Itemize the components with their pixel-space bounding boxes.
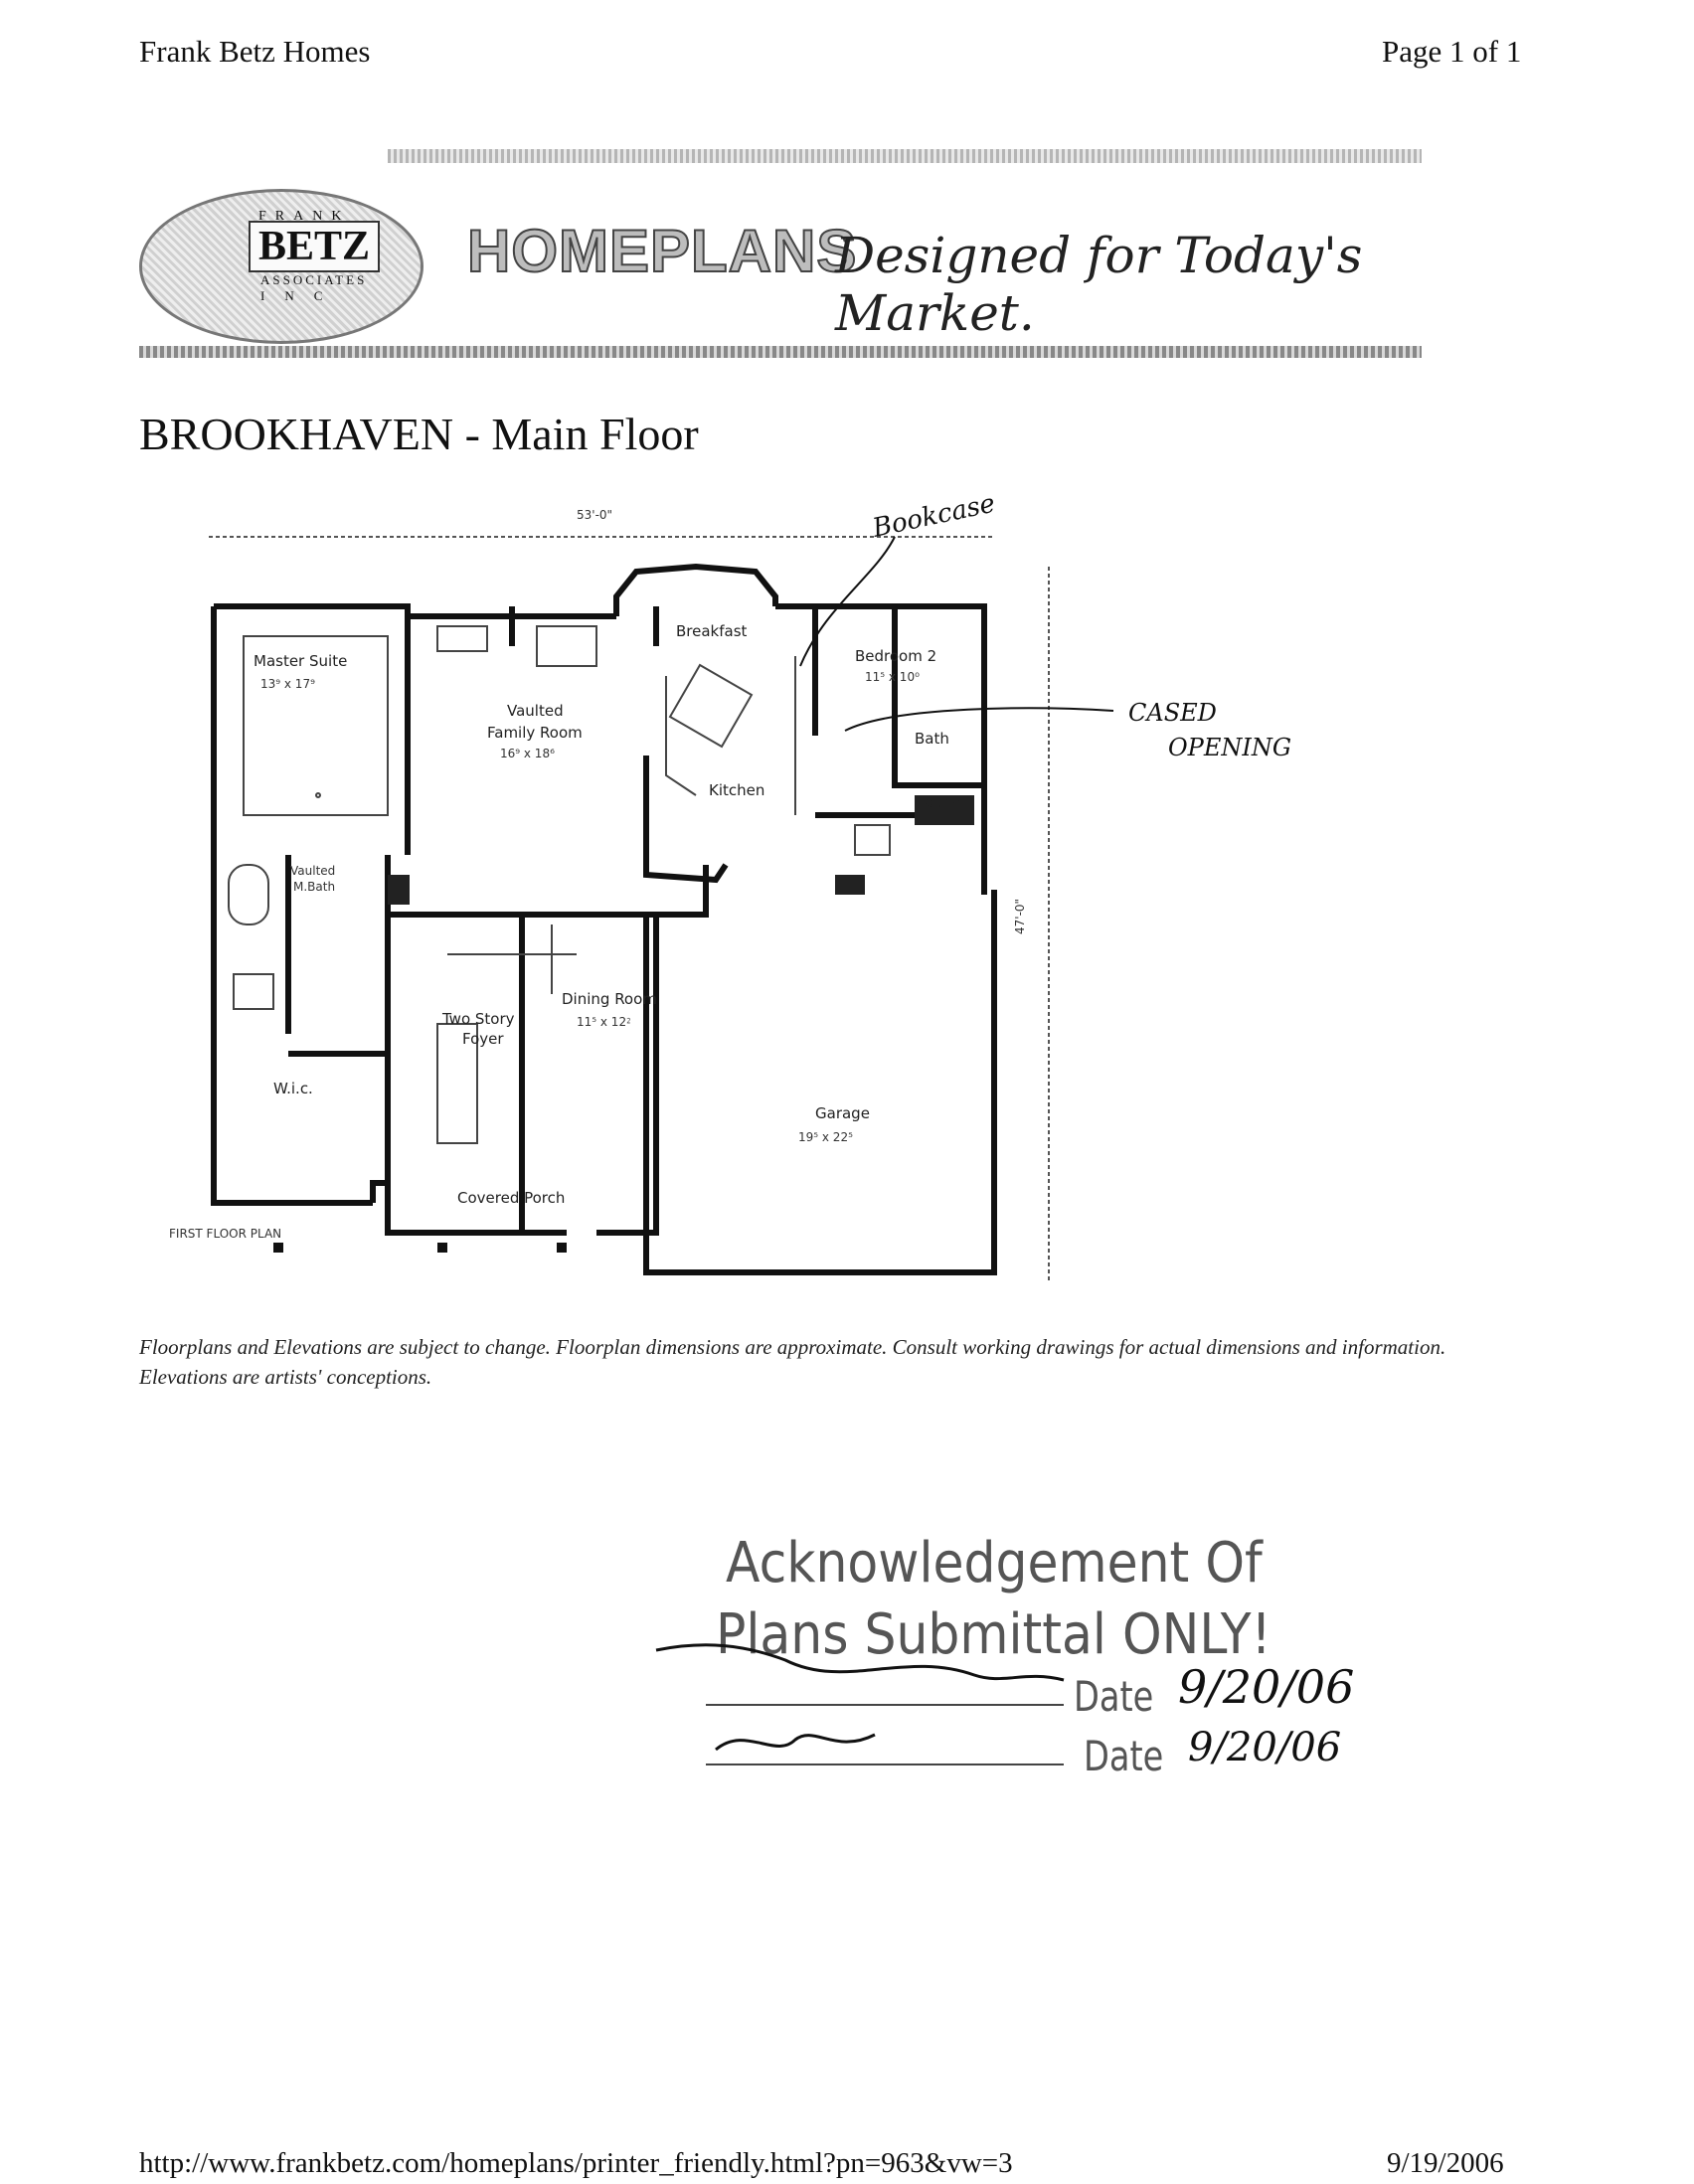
annotation-cased-arrow [844,707,1114,732]
stamp-line-1: Acknowledgement Of [726,1531,1263,1596]
homeplans-banner: FRANK BETZ ASSOCIATES INC HOMEPLANS Desi… [139,149,1422,358]
logo-betz-text: BETZ [249,221,381,272]
stamp-date-label-1: Date [1074,1672,1154,1721]
stamp-date-1: 9/20/06 [1178,1660,1355,1714]
room-master-suite: Master Suite [254,652,347,670]
signature-2 [715,1733,876,1752]
room-mbath-vaulted: Vaulted [290,864,335,878]
room-foyer: Foyer [462,1030,504,1048]
banner-top-border [388,149,1422,163]
logo-frank-text: FRANK [258,209,351,224]
floor-plan: 53'-0" 47'-0" [139,489,1412,1292]
room-laundry: Laund. [917,793,967,811]
room-covered-porch: Covered Porch [457,1189,565,1207]
room-master-suite-size: 13⁹ x 17⁹ [260,677,315,691]
footer-url: http://www.frankbetz.com/homeplans/print… [139,2147,1013,2179]
room-dining: Dining Room [562,990,657,1008]
signature-1 [655,1643,1065,1682]
room-garage: Garage [815,1104,870,1122]
floor-plan-drawing: 53'-0" 47'-0" [169,489,1291,1282]
stamp-date-2: 9/20/06 [1188,1725,1342,1770]
room-wic: W.i.c. [273,1080,313,1097]
stamp-date-label-2: Date [1084,1732,1164,1780]
disclaimer-text: Floorplans and Elevations are subject to… [139,1335,1446,1389]
footer-print-date: 9/19/2006 [1387,2147,1504,2179]
room-family-vaulted: Vaulted [507,702,564,720]
acknowledgement-stamp: Acknowledgement Of Plans Submittal ONLY!… [646,1531,1354,1809]
header-page-number: Page 1 of 1 [1382,34,1522,69]
stamp-signature-lines [655,1643,1065,1765]
room-bath: Bath [915,730,949,748]
room-bedroom-2: Bedroom 2 [855,647,936,665]
room-dining-size: 11⁵ x 12⁲ [577,1015,630,1029]
annotation-cased: CASED [1128,699,1217,727]
room-family-size: 16⁹ x 18⁶ [500,747,555,760]
width-dimension: 53'-0" [577,508,612,522]
room-bedroom-2-size: 11⁵ x 10⁰ [865,670,920,684]
first-floor-plan-label: FIRST FLOOR PLAN [169,1227,281,1241]
depth-dimension: 47'-0" [1013,899,1027,934]
room-kitchen: Kitchen [709,781,764,799]
homeplans-wordmark: HOMEPLANS [466,217,858,285]
header-site-name: Frank Betz Homes [139,34,371,69]
room-breakfast: Breakfast [676,622,748,640]
room-mbath: M.Bath [293,880,335,894]
annotation-opening: OPENING [1168,734,1291,761]
room-garage-size: 19⁵ x 22⁵ [798,1130,853,1144]
banner-tagline: Designed for Today's Market. [835,227,1363,342]
logo-associates-text: ASSOCIATES [260,272,368,287]
banner-bottom-border [139,346,1422,358]
room-family-room: Family Room [487,724,583,742]
annotation-bookcase-arrow [799,536,896,667]
page-title: BROOKHAVEN - Main Floor [139,409,699,459]
stamp-line-2: Plans Submittal ONLY! [716,1602,1271,1667]
room-foyer-two-story: Two Story [441,1010,515,1028]
logo-inc-text: INC [260,288,343,303]
